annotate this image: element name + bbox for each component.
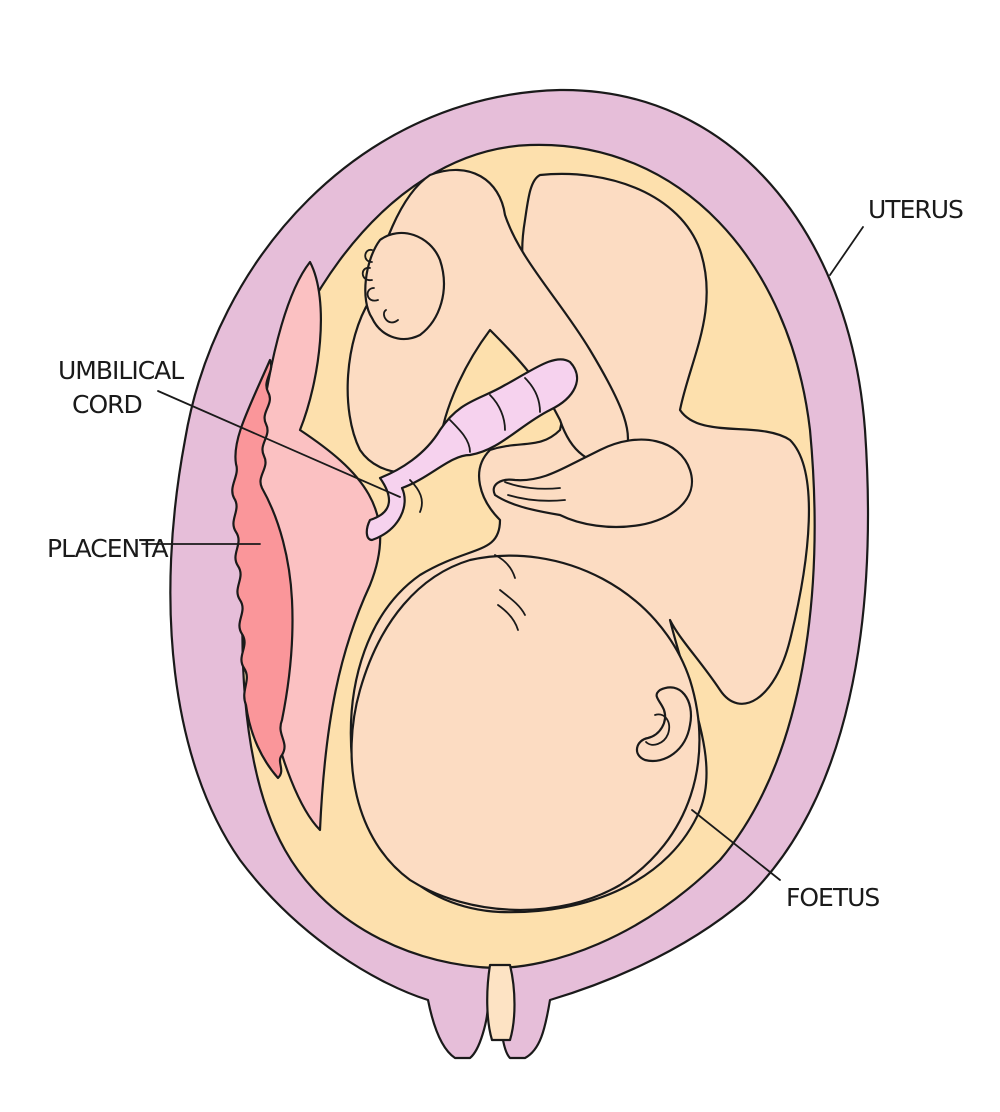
placenta-label: PLACENTA (47, 534, 169, 563)
cervix (487, 965, 514, 1040)
foetus-label: FOETUS (786, 883, 879, 912)
foetus-foot (365, 233, 444, 339)
umbilical-cord-label-line1: UMBILICAL (58, 356, 184, 385)
uterus-leader-line (830, 227, 863, 275)
uterus-label: UTERUS (868, 195, 963, 224)
umbilical-cord-label-line2: CORD (72, 390, 142, 419)
